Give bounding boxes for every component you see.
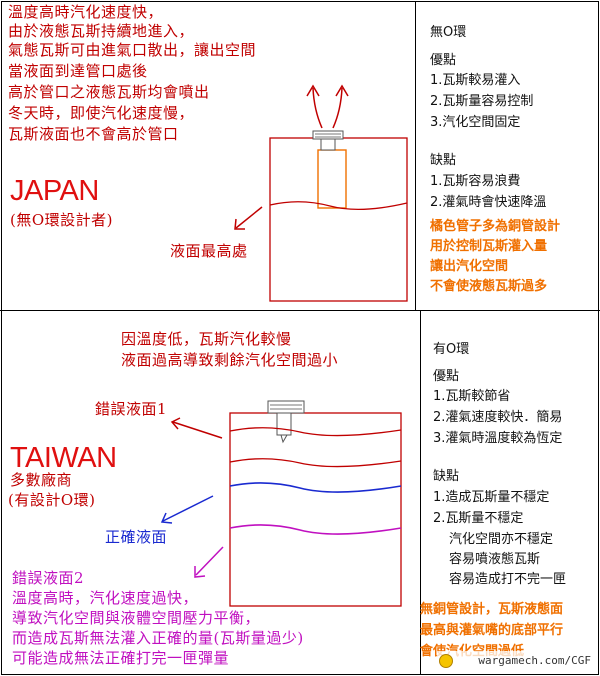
japan-panel-divider xyxy=(415,1,416,310)
taiwan-pros-heading: 優點 xyxy=(433,369,460,384)
taiwan-con-2: 2.瓦斯量不穩定 xyxy=(433,511,524,526)
japan-con-1: 1.瓦斯容易浪費 xyxy=(430,174,521,189)
taiwan-bottom-note-1: 溫度高時，汽化速度過快， xyxy=(12,589,199,607)
wrong-level-2-line xyxy=(229,524,402,535)
japan-gas-arrow-right xyxy=(332,87,343,129)
japan-orange-line-1: 橘色管子多為銅管設計 xyxy=(430,219,561,234)
japan-pro-3: 3.汽化空間固定 xyxy=(430,115,521,130)
section-divider xyxy=(0,310,600,311)
japan-orange-tube xyxy=(317,149,347,209)
correct-level-arrow xyxy=(162,495,214,522)
japan-canister-body xyxy=(269,137,408,302)
taiwan-panel-title: 有O環 xyxy=(433,342,470,357)
japan-orange-line-4: 不會使液態瓦斯過多 xyxy=(430,279,548,294)
japan-liquid-level xyxy=(269,201,408,211)
japan-valve-cap xyxy=(312,130,344,140)
japan-note-line-1: 溫度高時汽化速度快， xyxy=(8,3,164,21)
japan-panel-title: 無O環 xyxy=(430,25,467,40)
japan-sublabel: (無O環設計者) xyxy=(10,211,114,229)
taiwan-panel-divider xyxy=(420,311,421,675)
japan-note-line-4: 當液面到達管口處後 xyxy=(8,62,148,80)
japan-pros-heading: 優點 xyxy=(430,53,457,68)
taiwan-top-note-2: 液面過高導致剩餘汽化空間過小 xyxy=(121,351,339,369)
japan-level-label: 液面最高處 xyxy=(170,242,248,260)
taiwan-cons-heading: 缺點 xyxy=(433,469,460,484)
taiwan-pro-2: 2.灌氣速度較快．簡易 xyxy=(433,410,563,425)
taiwan-bottom-note-4: 可能造成無法正確打完一匣彈量 xyxy=(12,649,230,667)
wrong-level-1-arrow xyxy=(172,421,223,439)
taiwan-sublabel-2: (有設計O環) xyxy=(8,491,96,509)
wrong-level-2-arrow xyxy=(195,546,224,576)
japan-cons-heading: 缺點 xyxy=(430,153,457,168)
taiwan-orange-line-1: 無銅管設計，瓦斯液態面 xyxy=(420,602,564,617)
watermark-text: wargamech.com/CGF xyxy=(478,654,591,667)
japan-orange-line-3: 讓出汽化空間 xyxy=(430,259,509,274)
taiwan-pro-1: 1.瓦斯較節省 xyxy=(433,389,511,404)
taiwan-orange-line-2: 最高與灌氣嘴的底部平行 xyxy=(420,623,564,638)
japan-orange-line-2: 用於控制瓦斯灌入量 xyxy=(430,239,548,254)
wrong-level-2-label: 錯誤液面2 xyxy=(12,569,85,587)
taiwan-top-note-1: 因溫度低，瓦斯汽化較慢 xyxy=(121,330,292,348)
japan-note-line-2: 由於液態瓦斯持續地進入， xyxy=(8,22,195,40)
correct-level-label: 正確液面 xyxy=(105,528,168,546)
japan-note-line-5: 高於管口之液態瓦斯均會噴出 xyxy=(8,83,210,101)
japan-valve-stem xyxy=(320,138,336,151)
wrong-level-1-line xyxy=(229,427,402,437)
japan-note-line-3: 氣態瓦斯可由進氣口散出，讓出空間 xyxy=(8,41,257,59)
japan-level-arrow xyxy=(235,206,263,229)
taiwan-con-detail-1: 汽化空間亦不穩定 xyxy=(449,532,554,547)
taiwan-con-detail-3: 容易造成打不完一匣 xyxy=(449,572,567,587)
japan-label: JAPAN xyxy=(10,175,99,207)
correct-level-line xyxy=(229,482,402,493)
taiwan-canister-body xyxy=(229,412,402,607)
watermark: wargamech.com/CGF xyxy=(437,651,595,671)
japan-con-2: 2.灌氣時會快速降溫 xyxy=(430,195,547,210)
taiwan-bottom-note-2: 導致汽化空間與液體空間壓力平衡， xyxy=(12,609,261,627)
taiwan-valve-cap xyxy=(267,400,305,414)
taiwan-con-1: 1.造成瓦斯量不穩定 xyxy=(433,490,550,505)
taiwan-con-detail-2: 容易噴液態瓦斯 xyxy=(449,552,541,567)
taiwan-pro-3: 3.灌氣時溫度較為恆定 xyxy=(433,431,563,446)
taiwan-canister xyxy=(160,400,402,607)
taiwan-sublabel-1: 多數廠商 xyxy=(10,471,73,489)
japan-note-line-6: 冬天時，即使汽化速度慢， xyxy=(8,104,195,122)
taiwan-label: TAIWAN xyxy=(10,442,117,474)
japan-canister xyxy=(234,84,408,302)
taiwan-bottom-note-3: 而造成瓦斯無法灌入正確的量(瓦斯量過少) xyxy=(12,629,304,647)
wrong-level-1-label: 錯誤液面1 xyxy=(95,400,168,418)
japan-pro-1: 1.瓦斯較易灌入 xyxy=(430,73,521,88)
taiwan-valve-stem xyxy=(276,412,292,436)
japan-pro-2: 2.瓦斯量容易控制 xyxy=(430,94,534,109)
japan-gas-arrow-left xyxy=(312,87,323,129)
wrong-level-1b-line xyxy=(229,458,402,468)
watermark-logo-icon xyxy=(439,654,453,668)
japan-note-line-7: 瓦斯液面也不會高於管口 xyxy=(8,125,179,143)
